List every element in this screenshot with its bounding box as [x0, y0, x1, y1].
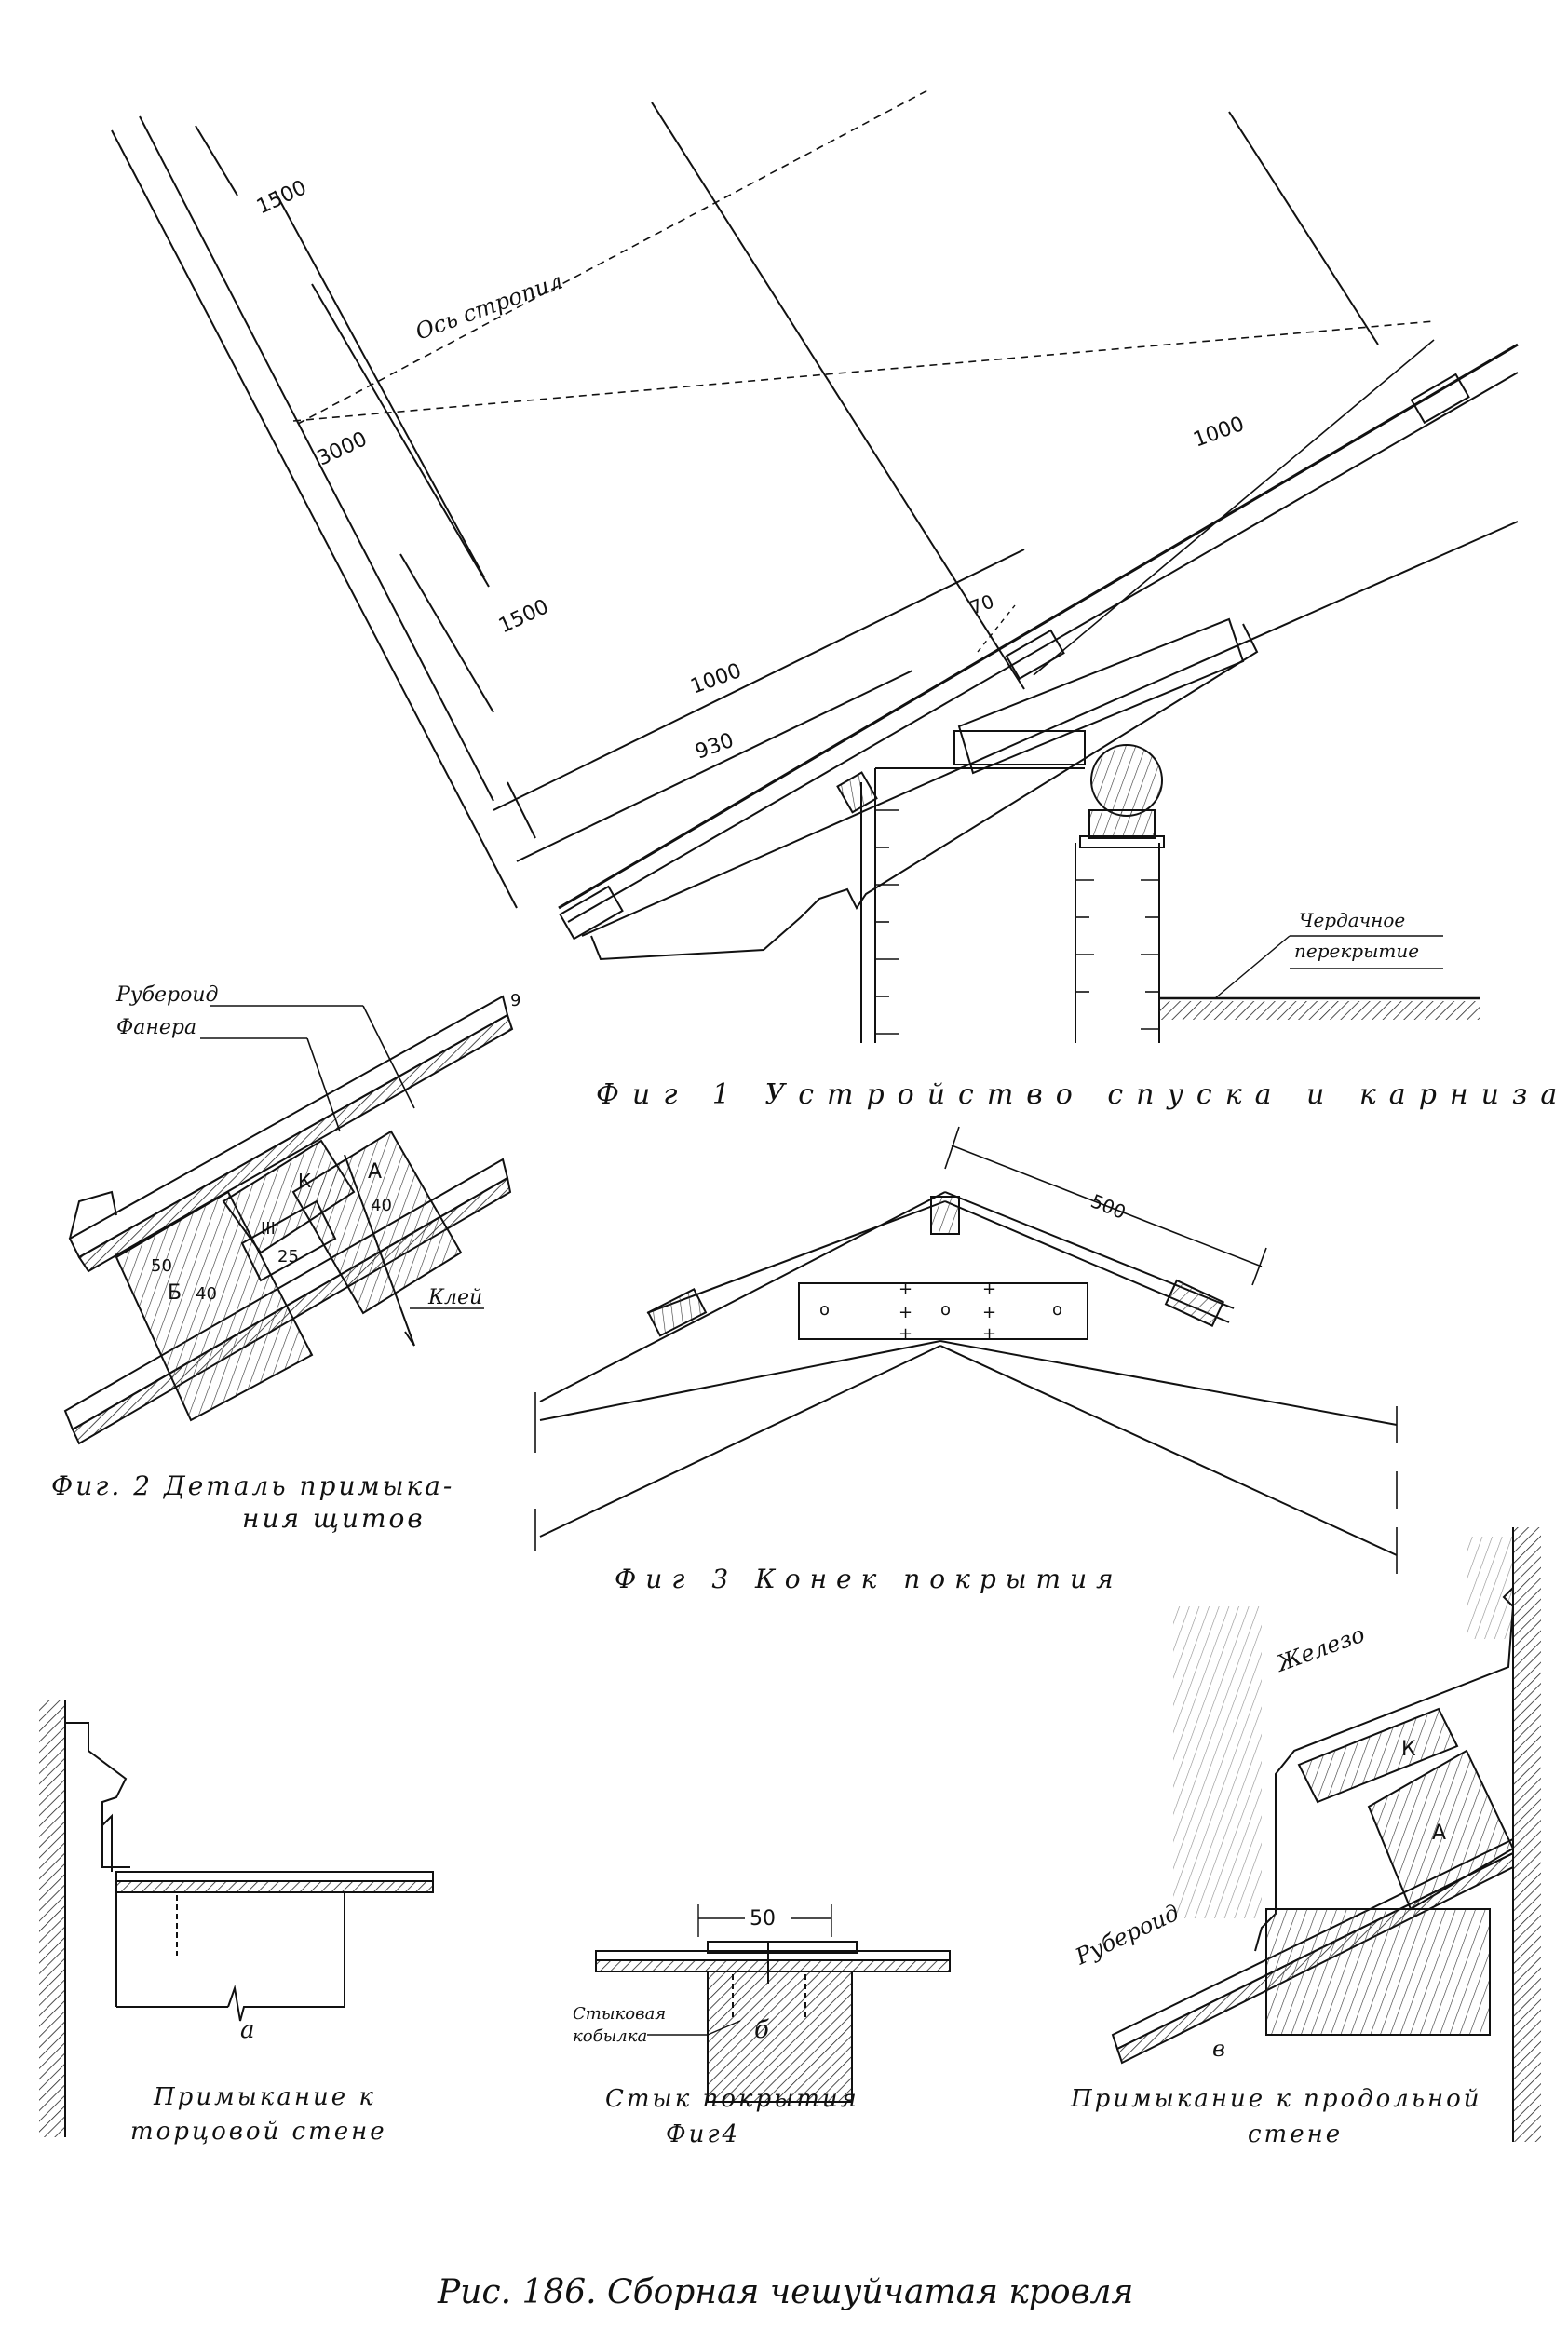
fig4v-letter-K: К [1401, 1738, 1416, 1761]
fig4v-ruberoid-label: Рубероид [1071, 1900, 1183, 1971]
svg-text:+: + [982, 1280, 996, 1299]
fig3-ridge [534, 1126, 1398, 1574]
fig2-leader-lines [200, 1005, 484, 1309]
fig2-letter-K: К [298, 1170, 311, 1192]
fig1-dim-3000: 3000 [314, 427, 371, 470]
fig4b-caption-2: Фиг4 [666, 2120, 740, 2148]
fig4v-iron-label: Железо [1272, 1621, 1369, 1678]
svg-text:o: o [940, 1300, 951, 1320]
fig2-caption-1: Фиг. 2 Деталь примыка- [51, 1470, 454, 1501]
fig4b-label-2: кобылка [573, 2026, 647, 2046]
fig3-bolt-marks: o o o + + + + + + [819, 1280, 1062, 1344]
fig4v-side-wall-joint [1111, 1527, 1541, 2142]
figure-caption: Рис. 186. Сборная чешуйчатая кровля [437, 2273, 1133, 2311]
fig2-label-9: 9 [510, 991, 520, 1010]
fig2-dim-40b: 40 [371, 1196, 392, 1215]
fig1-attic-label-2: перекрытие [1294, 940, 1419, 962]
fig4b-letter: б [754, 2016, 769, 2044]
fig1-dim-1000-high: 1000 [1191, 413, 1248, 453]
fig2-label-glue: Клей [427, 1286, 482, 1309]
svg-text:+: + [899, 1324, 912, 1344]
fig4b-caption-1: Стык покрытия [605, 2085, 859, 2113]
fig1-dim-1000-low: 1000 [688, 659, 745, 699]
fig2-letter-III: III [261, 1219, 276, 1239]
fig4b-dim-50: 50 [750, 1907, 776, 1930]
fig4a-letter: а [240, 2016, 255, 2044]
svg-text:o: o [1052, 1300, 1062, 1320]
svg-text:+: + [982, 1324, 996, 1344]
fig4v-letter-A: А [1432, 1822, 1446, 1845]
fig1-attic-label-1: Чердачное [1299, 909, 1405, 931]
fig1-axis-label: Ось стропил [412, 268, 566, 345]
fig2-letter-A: А [368, 1160, 382, 1184]
fig1-roof-eave [111, 88, 1519, 1043]
fig1-dim-1500-top: 1500 [253, 176, 310, 219]
fig2-dim-40a: 40 [196, 1284, 217, 1304]
fig2-caption-2: ния щитов [242, 1503, 426, 1534]
fig4v-letter: в [1212, 2036, 1225, 2062]
fig4v-caption-2: стене [1248, 2120, 1343, 2148]
fig4a-end-wall-joint [39, 1700, 434, 2137]
fig2-label-fanera: Фанера [116, 1016, 196, 1039]
svg-text:+: + [899, 1303, 912, 1322]
fig2-dim-50: 50 [151, 1256, 172, 1276]
svg-text:+: + [899, 1280, 912, 1299]
fig1-dim-1500-mid: 1500 [495, 595, 552, 638]
fig2-panel-joint [63, 995, 514, 1445]
fig1-caption: Фиг 1 Устройство спуска и карниза [596, 1078, 1568, 1111]
fig4a-caption-2: торцовой стене [130, 2118, 387, 2146]
fig4v-caption-1: Примыкание к продольной [1070, 2085, 1482, 2113]
fig3-caption: Фиг 3 Конек покрытия [615, 1564, 1123, 1594]
fig3-dim-500: 500 [1088, 1189, 1129, 1224]
fig1-dim-70: 70 [967, 589, 997, 618]
fig4a-caption-1: Примыкание к [153, 2083, 376, 2111]
svg-text:+: + [982, 1303, 996, 1322]
fig4b-label-1: Стыковая [573, 2004, 666, 2024]
fig4b-cover-joint [595, 1904, 951, 2103]
fig2-label-ruberoid: Рубероид [115, 983, 219, 1007]
fig2-letter-B: Б [168, 1281, 182, 1305]
fig2-dim-25: 25 [277, 1247, 299, 1267]
svg-text:o: o [819, 1300, 830, 1320]
